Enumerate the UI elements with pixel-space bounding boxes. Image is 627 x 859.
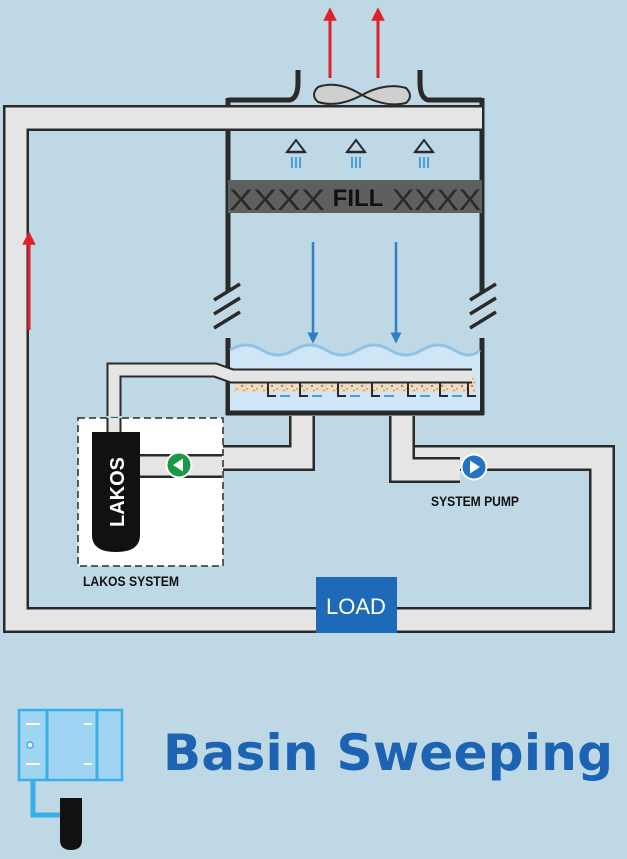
lakos-system-label: LAKOS SYSTEM: [83, 573, 179, 589]
page-title: Basin Sweeping: [163, 724, 614, 782]
fan-icon: [313, 83, 411, 106]
fill-label: FILL: [333, 185, 384, 212]
pump-right-arrow-icon: [460, 453, 488, 481]
basin-sweep-icon: [17, 708, 124, 850]
fill-marks-right: XXXX: [392, 184, 481, 217]
fill-marks-left: XXXX: [229, 184, 325, 217]
spray-nozzle-icon: [285, 138, 435, 168]
tower-top-shroud: [228, 70, 482, 103]
right-louvers: [469, 282, 497, 330]
return-piping: [3, 105, 615, 633]
lakos-brand-label: LAKOS: [107, 457, 129, 527]
pump-left-arrow-icon: [165, 451, 193, 479]
sweeper-header: [106, 362, 476, 416]
lakos-separator: [92, 432, 140, 552]
system-pump-label: SYSTEM PUMP: [431, 493, 519, 509]
load-label: LOAD: [326, 594, 386, 619]
load-box: [316, 577, 397, 633]
left-louvers: [213, 282, 241, 330]
